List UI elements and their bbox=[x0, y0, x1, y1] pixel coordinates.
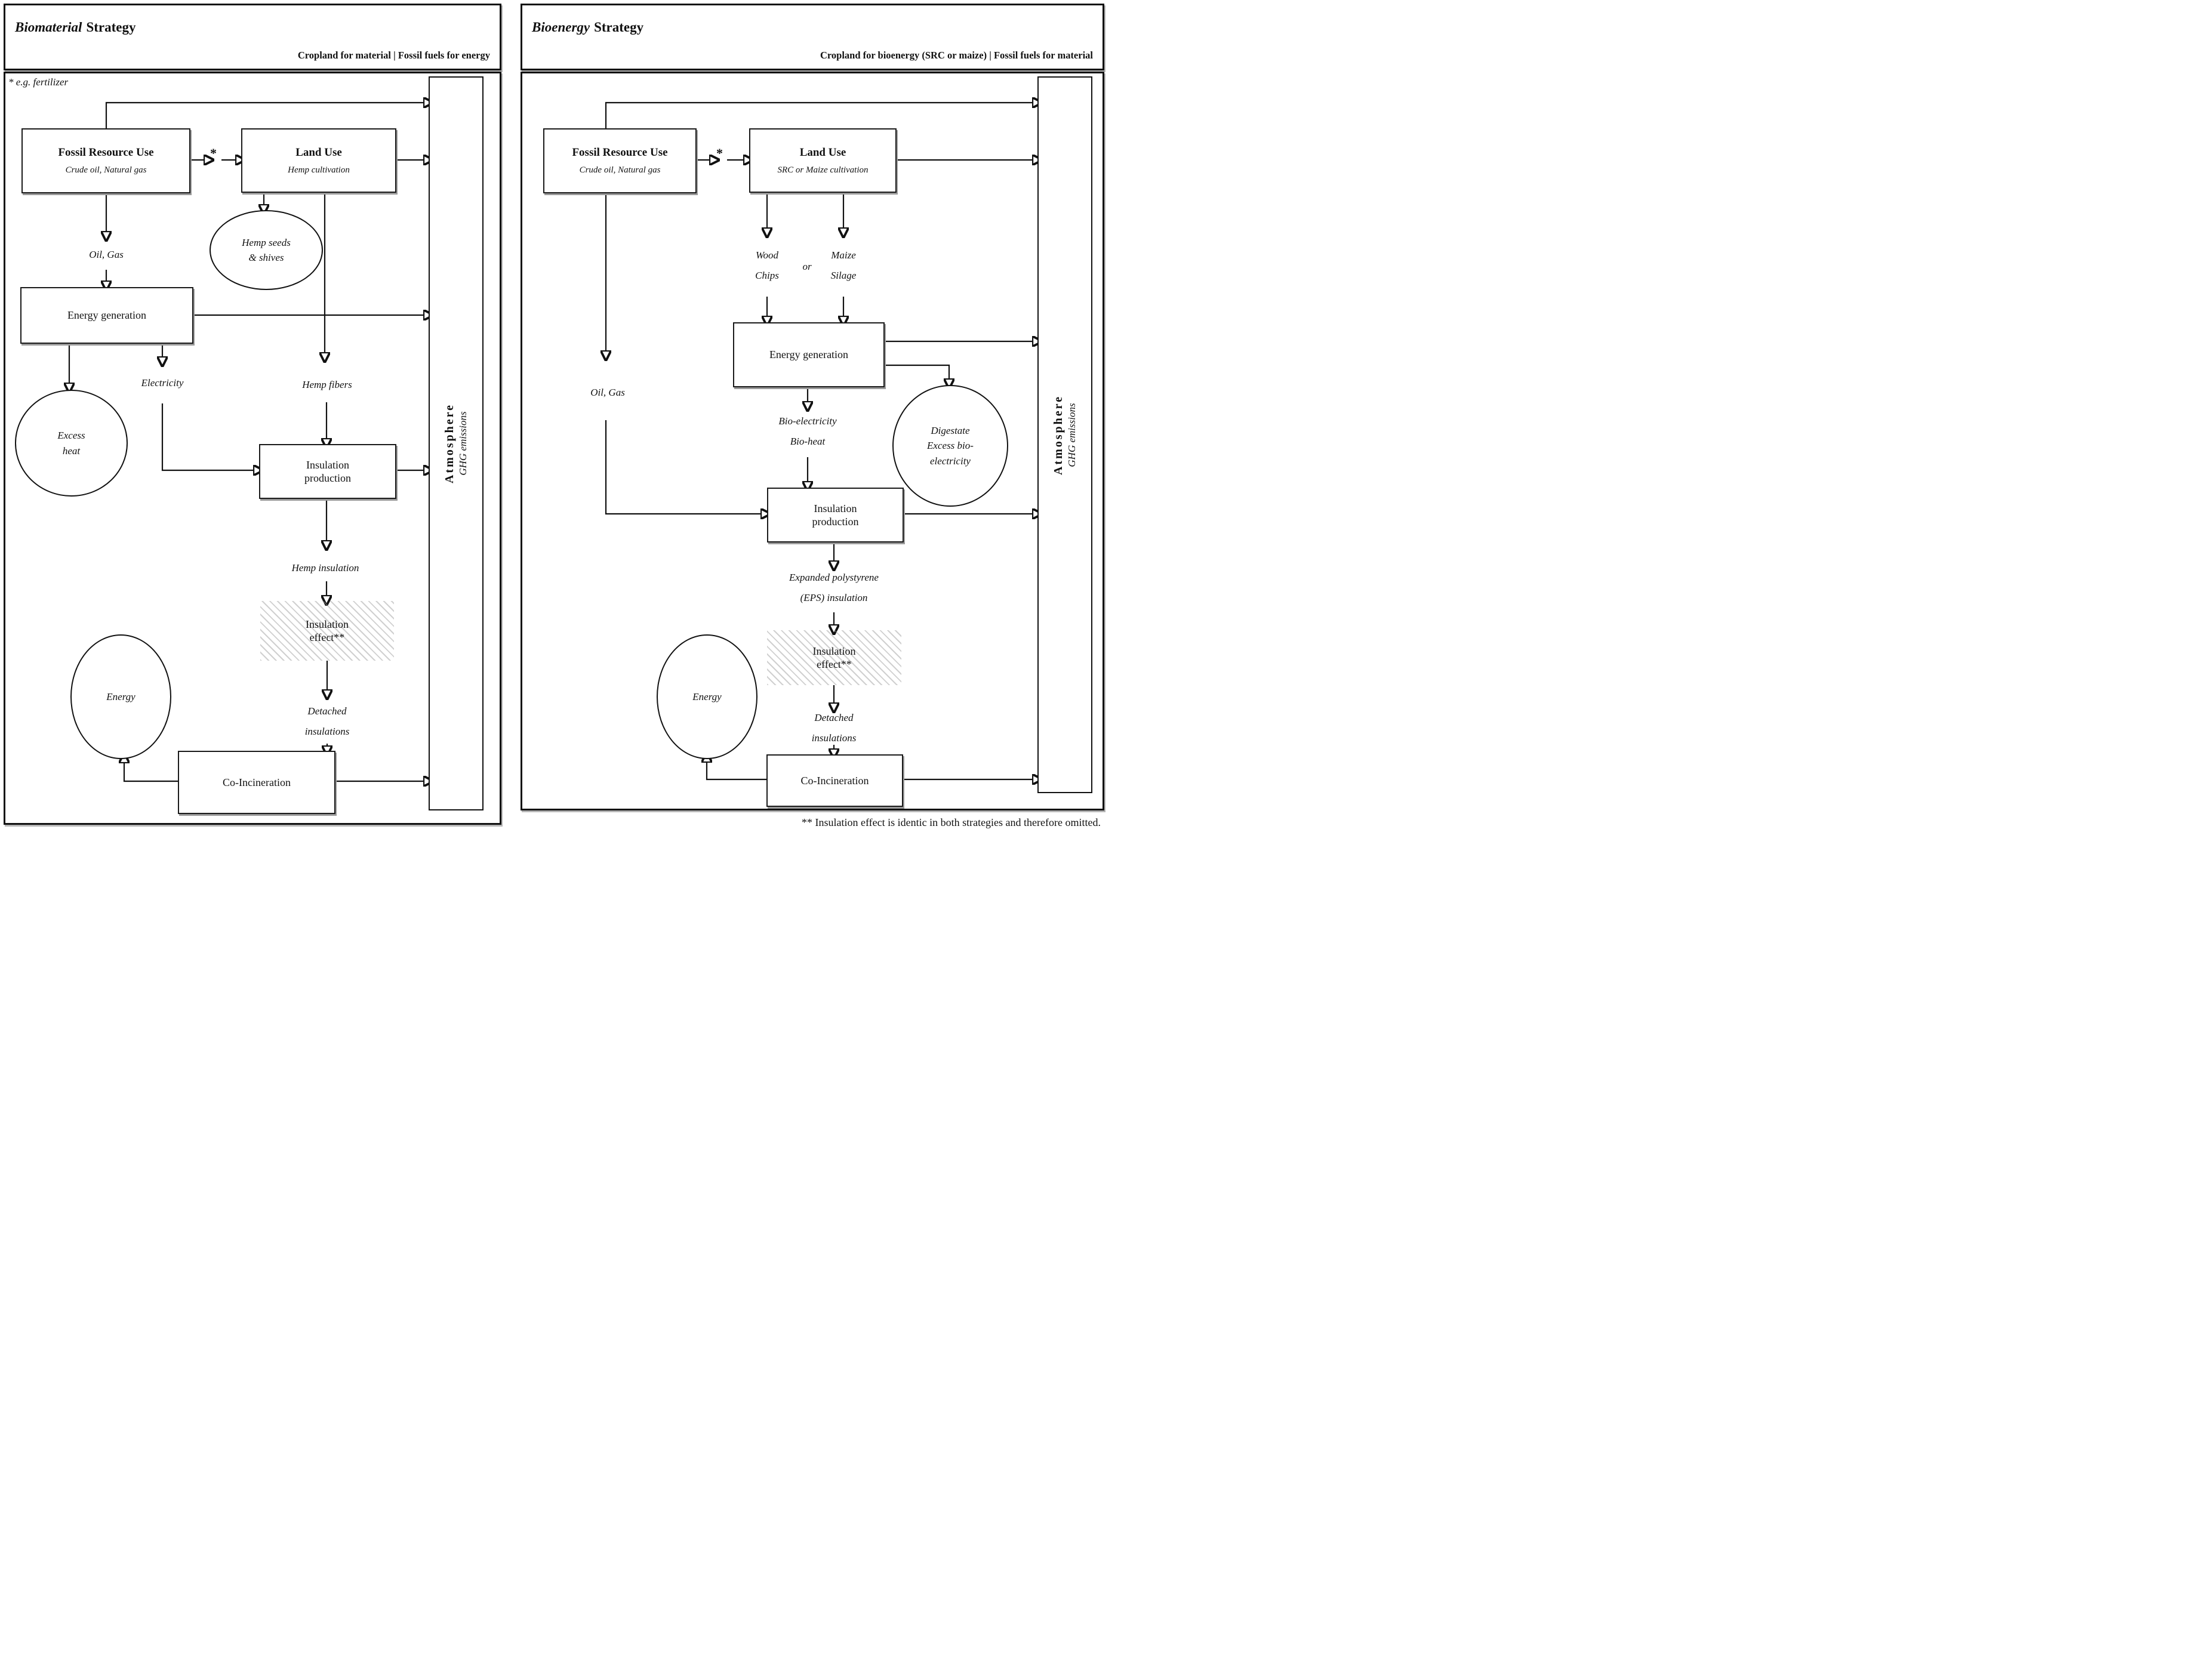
fertilizer-asterisk: * bbox=[210, 146, 217, 161]
hemp-seeds-ellipse: Hemp seeds& shives bbox=[210, 210, 323, 290]
co-incineration-box-right: Co-Incineration bbox=[766, 754, 903, 807]
co-incineration-title: Co-Incineration bbox=[223, 776, 291, 788]
ghg-emissions-label: GHG emissions bbox=[457, 411, 469, 476]
biomaterial-title-emphasis: Biomaterial bbox=[15, 20, 82, 35]
energy-generation-title: Energy generation bbox=[67, 309, 147, 322]
atmosphere-box-right: Atmosphere GHG emissions bbox=[1037, 76, 1092, 793]
energy-generation-box-right: Energy generation bbox=[733, 322, 885, 387]
land-use-box: Land Use Hemp cultivation bbox=[241, 128, 396, 193]
atmosphere-box: Atmosphere GHG emissions bbox=[429, 76, 484, 810]
arrow-electricity-to-insulationproduction bbox=[161, 403, 254, 470]
biomaterial-panel-header: Biomaterial Strategy Cropland for materia… bbox=[4, 4, 501, 70]
atmosphere-rotated-label-right: Atmosphere GHG emissions bbox=[1052, 394, 1078, 474]
co-incineration-box: Co-Incineration bbox=[178, 751, 335, 814]
biomaterial-panel-subtitle: Cropland for material | Fossil fuels for… bbox=[297, 50, 490, 61]
flow-connectors bbox=[0, 0, 1104, 840]
land-use-subtitle: Hemp cultivation bbox=[288, 165, 350, 175]
atmosphere-title: Atmosphere bbox=[443, 403, 456, 484]
bioenergy-panel-header: Bioenergy Strategy Cropland for bioenergy… bbox=[521, 4, 1104, 70]
hemp-insulation-label: Hemp insulation bbox=[290, 558, 361, 578]
arrow-coincineration-to-energy bbox=[124, 762, 178, 782]
ghg-emissions-label-right: GHG emissions bbox=[1066, 402, 1077, 467]
fertilizer-note: * e.g. fertilizer bbox=[8, 76, 69, 88]
fossil-resource-use-box: Fossil Resource Use Crude oil, Natural g… bbox=[21, 128, 190, 193]
land-use-title: Land Use bbox=[295, 146, 342, 159]
arrow-fossil-top-to-atmosphere bbox=[105, 103, 424, 128]
fossil-resource-use-title: Fossil Resource Use bbox=[58, 146, 154, 159]
fossil-resource-use-subtitle: Crude oil, Natural gas bbox=[65, 165, 147, 175]
insulation-effect-footnote: ** Insulation effect is identic in both … bbox=[801, 816, 1101, 828]
energy-ellipse-right: Energy bbox=[657, 634, 757, 759]
arrow-energygeneration-to-digestate bbox=[882, 364, 949, 380]
fossil-resource-use-box-right: Fossil Resource Use Crude oil, Natural g… bbox=[543, 128, 697, 193]
biomaterial-panel-title: Biomaterial Strategy bbox=[15, 20, 136, 35]
or-label: or bbox=[800, 257, 814, 277]
energy-generation-title-right: Energy generation bbox=[769, 349, 849, 361]
eps-insulation-label: Expanded polystyrene(EPS) insulation bbox=[789, 572, 879, 603]
biomaterial-title-rest: Strategy bbox=[86, 20, 136, 35]
energy-ellipse: Energy bbox=[70, 634, 171, 759]
atmosphere-rotated-label: Atmosphere GHG emissions bbox=[443, 403, 469, 483]
arrow-coincineration-to-energy-right bbox=[707, 762, 766, 781]
energy-generation-box: Energy generation bbox=[20, 287, 193, 344]
land-use-title-right: Land Use bbox=[799, 146, 846, 159]
bioenergy-title-rest: Strategy bbox=[594, 20, 644, 35]
hemp-fibers-label: Hemp fibers bbox=[300, 375, 354, 395]
bioenergy-panel-subtitle: Cropland for bioenergy (SRC or maize) | … bbox=[820, 50, 1093, 61]
oil-gas-label-right: Oil, Gas bbox=[589, 383, 627, 403]
co-incineration-title-right: Co-Incineration bbox=[800, 774, 869, 787]
bioenergy-panel-title: Bioenergy Strategy bbox=[532, 20, 643, 35]
arrow-fossil-top-to-atmosphere-right bbox=[605, 103, 1033, 128]
fossil-resource-use-subtitle-right: Crude oil, Natural gas bbox=[579, 165, 661, 175]
arrow-oilgas-to-insulationproduction-right bbox=[605, 420, 762, 514]
electricity-label: Electricity bbox=[139, 373, 186, 393]
atmosphere-title-right: Atmosphere bbox=[1052, 394, 1065, 475]
fossil-resource-use-title-right: Fossil Resource Use bbox=[572, 146, 668, 159]
fertilizer-asterisk-right: * bbox=[716, 146, 723, 161]
land-use-box-right: Land Use SRC or Maize cultivation bbox=[749, 128, 897, 193]
land-use-subtitle-right: SRC or Maize cultivation bbox=[777, 165, 869, 175]
lca-strategies-diagram: Biomaterial Strategy Cropland for materia… bbox=[0, 0, 1104, 840]
bioenergy-title-emphasis: Bioenergy bbox=[532, 20, 590, 35]
oil-gas-label: Oil, Gas bbox=[87, 245, 125, 265]
